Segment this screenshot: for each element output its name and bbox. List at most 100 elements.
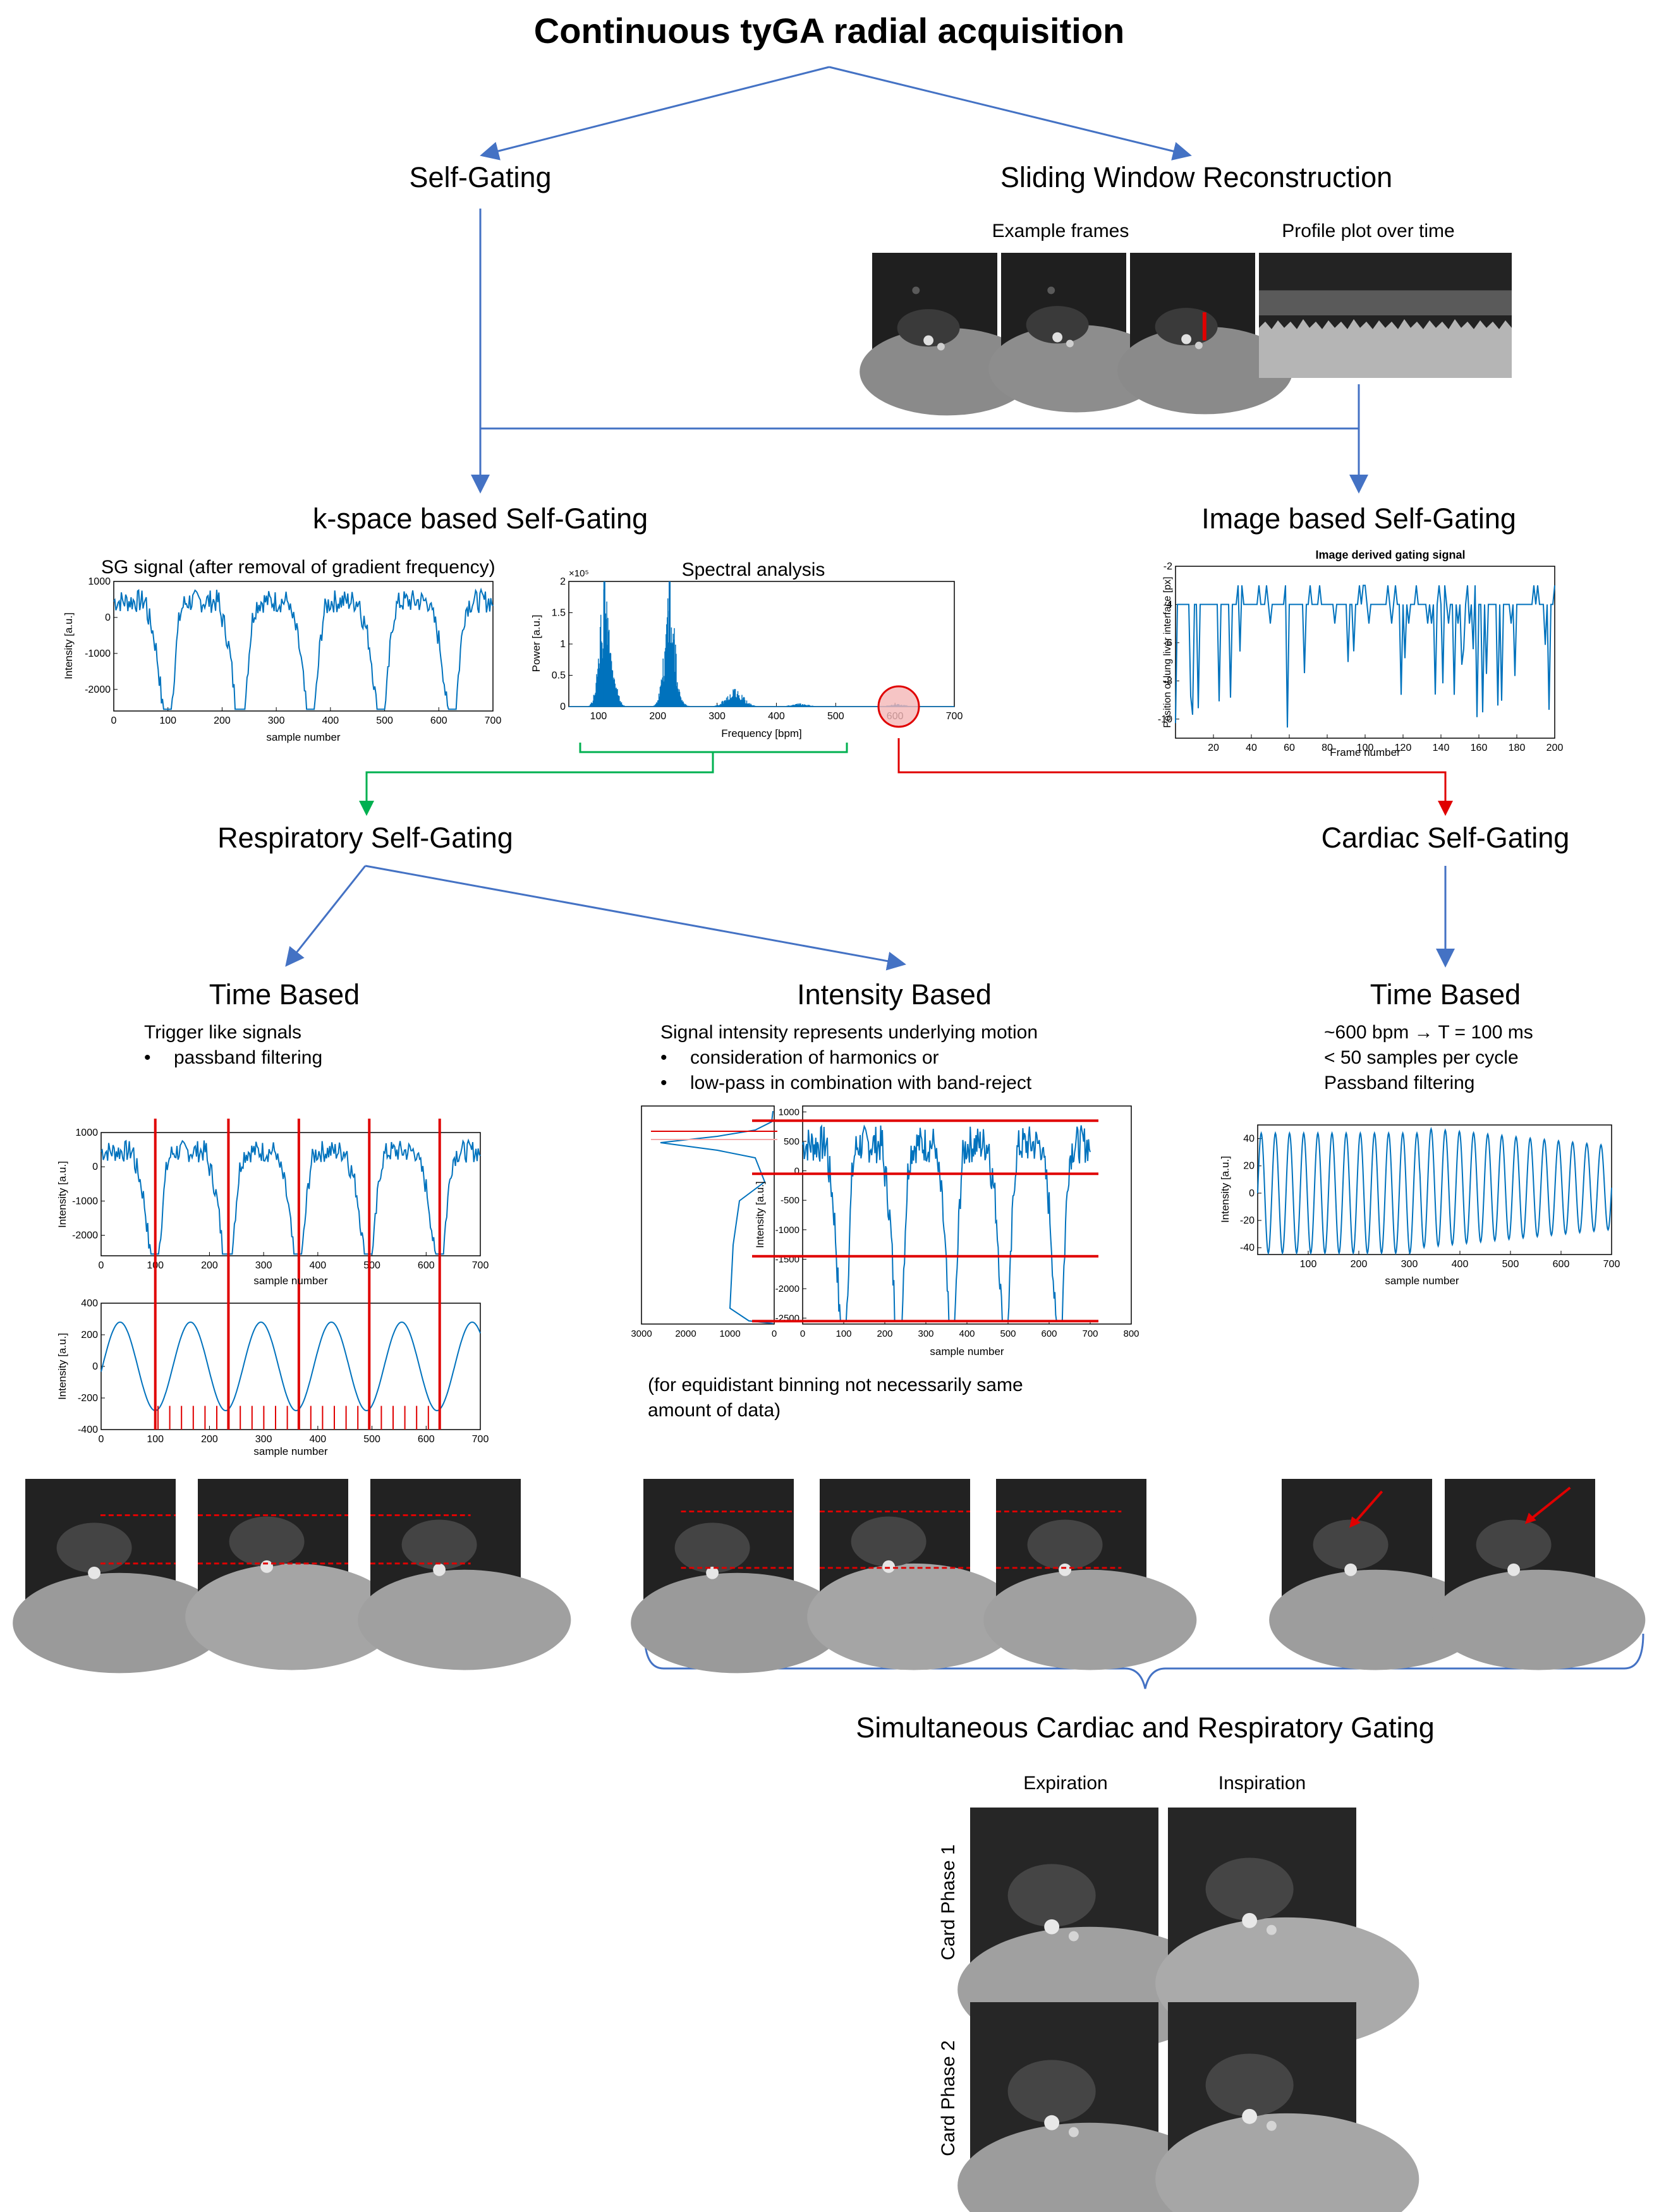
trigger-lines: [154, 1119, 441, 1289]
x-tick-label: 600: [418, 1260, 435, 1271]
resp-time-filtered-line: [100, 1322, 481, 1412]
cardiac-arrow-1: [1354, 1490, 1383, 1522]
page-title: Continuous tyGA radial acquisition: [533, 11, 1125, 51]
resp-intensity-sg-xlabel: sample number: [930, 1346, 1004, 1358]
y-tick-label: -10: [1158, 714, 1172, 725]
x-tick-label: 300: [255, 1434, 272, 1445]
y-tick-label: -6: [1164, 638, 1172, 648]
sg-signal-label: SG signal (after removal of gradient fre…: [101, 557, 495, 578]
x-tick-label: 20: [1208, 743, 1219, 753]
resp-time-sg-ylabel: Intensity [a.u.]: [56, 1161, 68, 1228]
resp-intensity-bullet1: consideration of harmonics or: [690, 1047, 939, 1068]
equidistant-note-line1: (for equidistant binning not necessarily…: [648, 1375, 1023, 1395]
y-tick-label: 0: [105, 612, 111, 623]
sliding-window-heading: Sliding Window Reconstruction: [1000, 161, 1393, 193]
resp-time-sg-xlabel: sample number: [253, 1275, 328, 1287]
y-tick-label: -20: [1240, 1215, 1255, 1226]
cardiac-sg-xlabel: sample number: [1385, 1275, 1459, 1287]
plot-frame: [113, 581, 494, 712]
x-tick-label: 300: [1401, 1259, 1418, 1270]
plot-frame: [802, 1105, 1132, 1325]
kspace-sg-heading: k-space based Self-Gating: [312, 502, 648, 535]
resp-intensity-frame-1: [631, 1479, 844, 1674]
y-tick-label: 200: [81, 1330, 98, 1340]
resp-intensity-bullet2: low-pass in combination with band-reject: [690, 1073, 1032, 1093]
y-tick-label: -200: [78, 1393, 98, 1404]
x-tick-label: 120: [1395, 743, 1412, 753]
y-tick-label: -4: [1164, 599, 1172, 610]
profile-plot-image: [1259, 253, 1512, 378]
resp-time-filtered-ylabel: Intensity [a.u.]: [56, 1333, 68, 1400]
y-tick-label: 40: [1243, 1134, 1255, 1145]
simultaneous-heading: Simultaneous Cardiac and Respiratory Gat…: [856, 1711, 1435, 1744]
x-tick-label: 80: [1322, 743, 1333, 753]
resp-time-frame-3: [358, 1479, 571, 1670]
cardiac-sg-line: [1257, 1127, 1612, 1255]
x-tick-label: 600: [430, 715, 447, 726]
x-tick-label: 300: [918, 1328, 933, 1339]
y-exponent: ×10⁵: [569, 568, 589, 579]
inspiration-label: Inspiration: [1218, 1773, 1306, 1794]
x-tick-label: 200: [1351, 1259, 1368, 1270]
x-tick-label: 700: [472, 1260, 489, 1271]
cardiac-sg-heading: Cardiac Self-Gating: [1321, 822, 1570, 854]
x-tick-label: 600: [418, 1434, 435, 1445]
card-time-line2: < 50 samples per cycle: [1324, 1047, 1519, 1068]
y-tick-label: 0: [560, 702, 566, 712]
bin-ticks: [157, 1406, 429, 1430]
x-tick-label: 300: [255, 1260, 272, 1271]
y-tick-label: -400: [78, 1425, 98, 1435]
cardiac-sg-ylabel: Intensity [a.u.]: [1219, 1156, 1231, 1223]
red-connector: [897, 738, 1453, 816]
equidistant-note-line2: amount of data): [648, 1400, 781, 1421]
plot-frame: [100, 1132, 481, 1256]
resp-intensity-bullet2-marker: •: [660, 1073, 667, 1093]
self-gating-heading: Self-Gating: [409, 161, 552, 193]
x-tick-label: 700: [1082, 1328, 1098, 1339]
x-tick-label: 0: [99, 1434, 104, 1445]
x-tick-label: 500: [1000, 1328, 1016, 1339]
x-tick-label: 800: [1123, 1328, 1139, 1339]
y-tick-label: -40: [1240, 1243, 1255, 1253]
x-tick-label: 2000: [675, 1328, 696, 1339]
x-tick-label: 0: [111, 715, 117, 726]
x-tick-label: 400: [1452, 1259, 1469, 1270]
x-tick-label: 160: [1471, 743, 1488, 753]
grid-exp-phase1: [957, 1808, 1222, 2053]
x-tick-label: 200: [201, 1260, 218, 1271]
x-tick-label: 500: [827, 711, 844, 722]
grid-insp-phase1: [1155, 1808, 1419, 2050]
resp-time-sg-line: [100, 1138, 481, 1255]
resp-intensity-frame-2: [807, 1479, 1021, 1670]
y-tick-label: -8: [1164, 676, 1172, 686]
card-time-line1: ~600 bpm → T = 100 ms: [1324, 1022, 1533, 1043]
histogram-line: [660, 1110, 774, 1324]
image-gating-title: Image derived gating signal: [1315, 549, 1465, 561]
resp-time-bullet1: passband filtering: [174, 1047, 323, 1068]
y-tick-label: -1000: [85, 648, 111, 659]
x-tick-label: 140: [1433, 743, 1450, 753]
x-tick-label: 100: [1300, 1259, 1317, 1270]
arrow-resp-to-intensity: [365, 865, 906, 971]
y-tick-label: 1: [560, 639, 566, 650]
y-tick-label: 20: [1243, 1161, 1255, 1172]
example-frame-3: [1117, 253, 1293, 415]
resp-intensity-line1: Signal intensity represents underlying m…: [660, 1022, 1038, 1043]
y-tick-label: 0: [92, 1361, 98, 1372]
y-tick-label: 500: [784, 1136, 799, 1147]
